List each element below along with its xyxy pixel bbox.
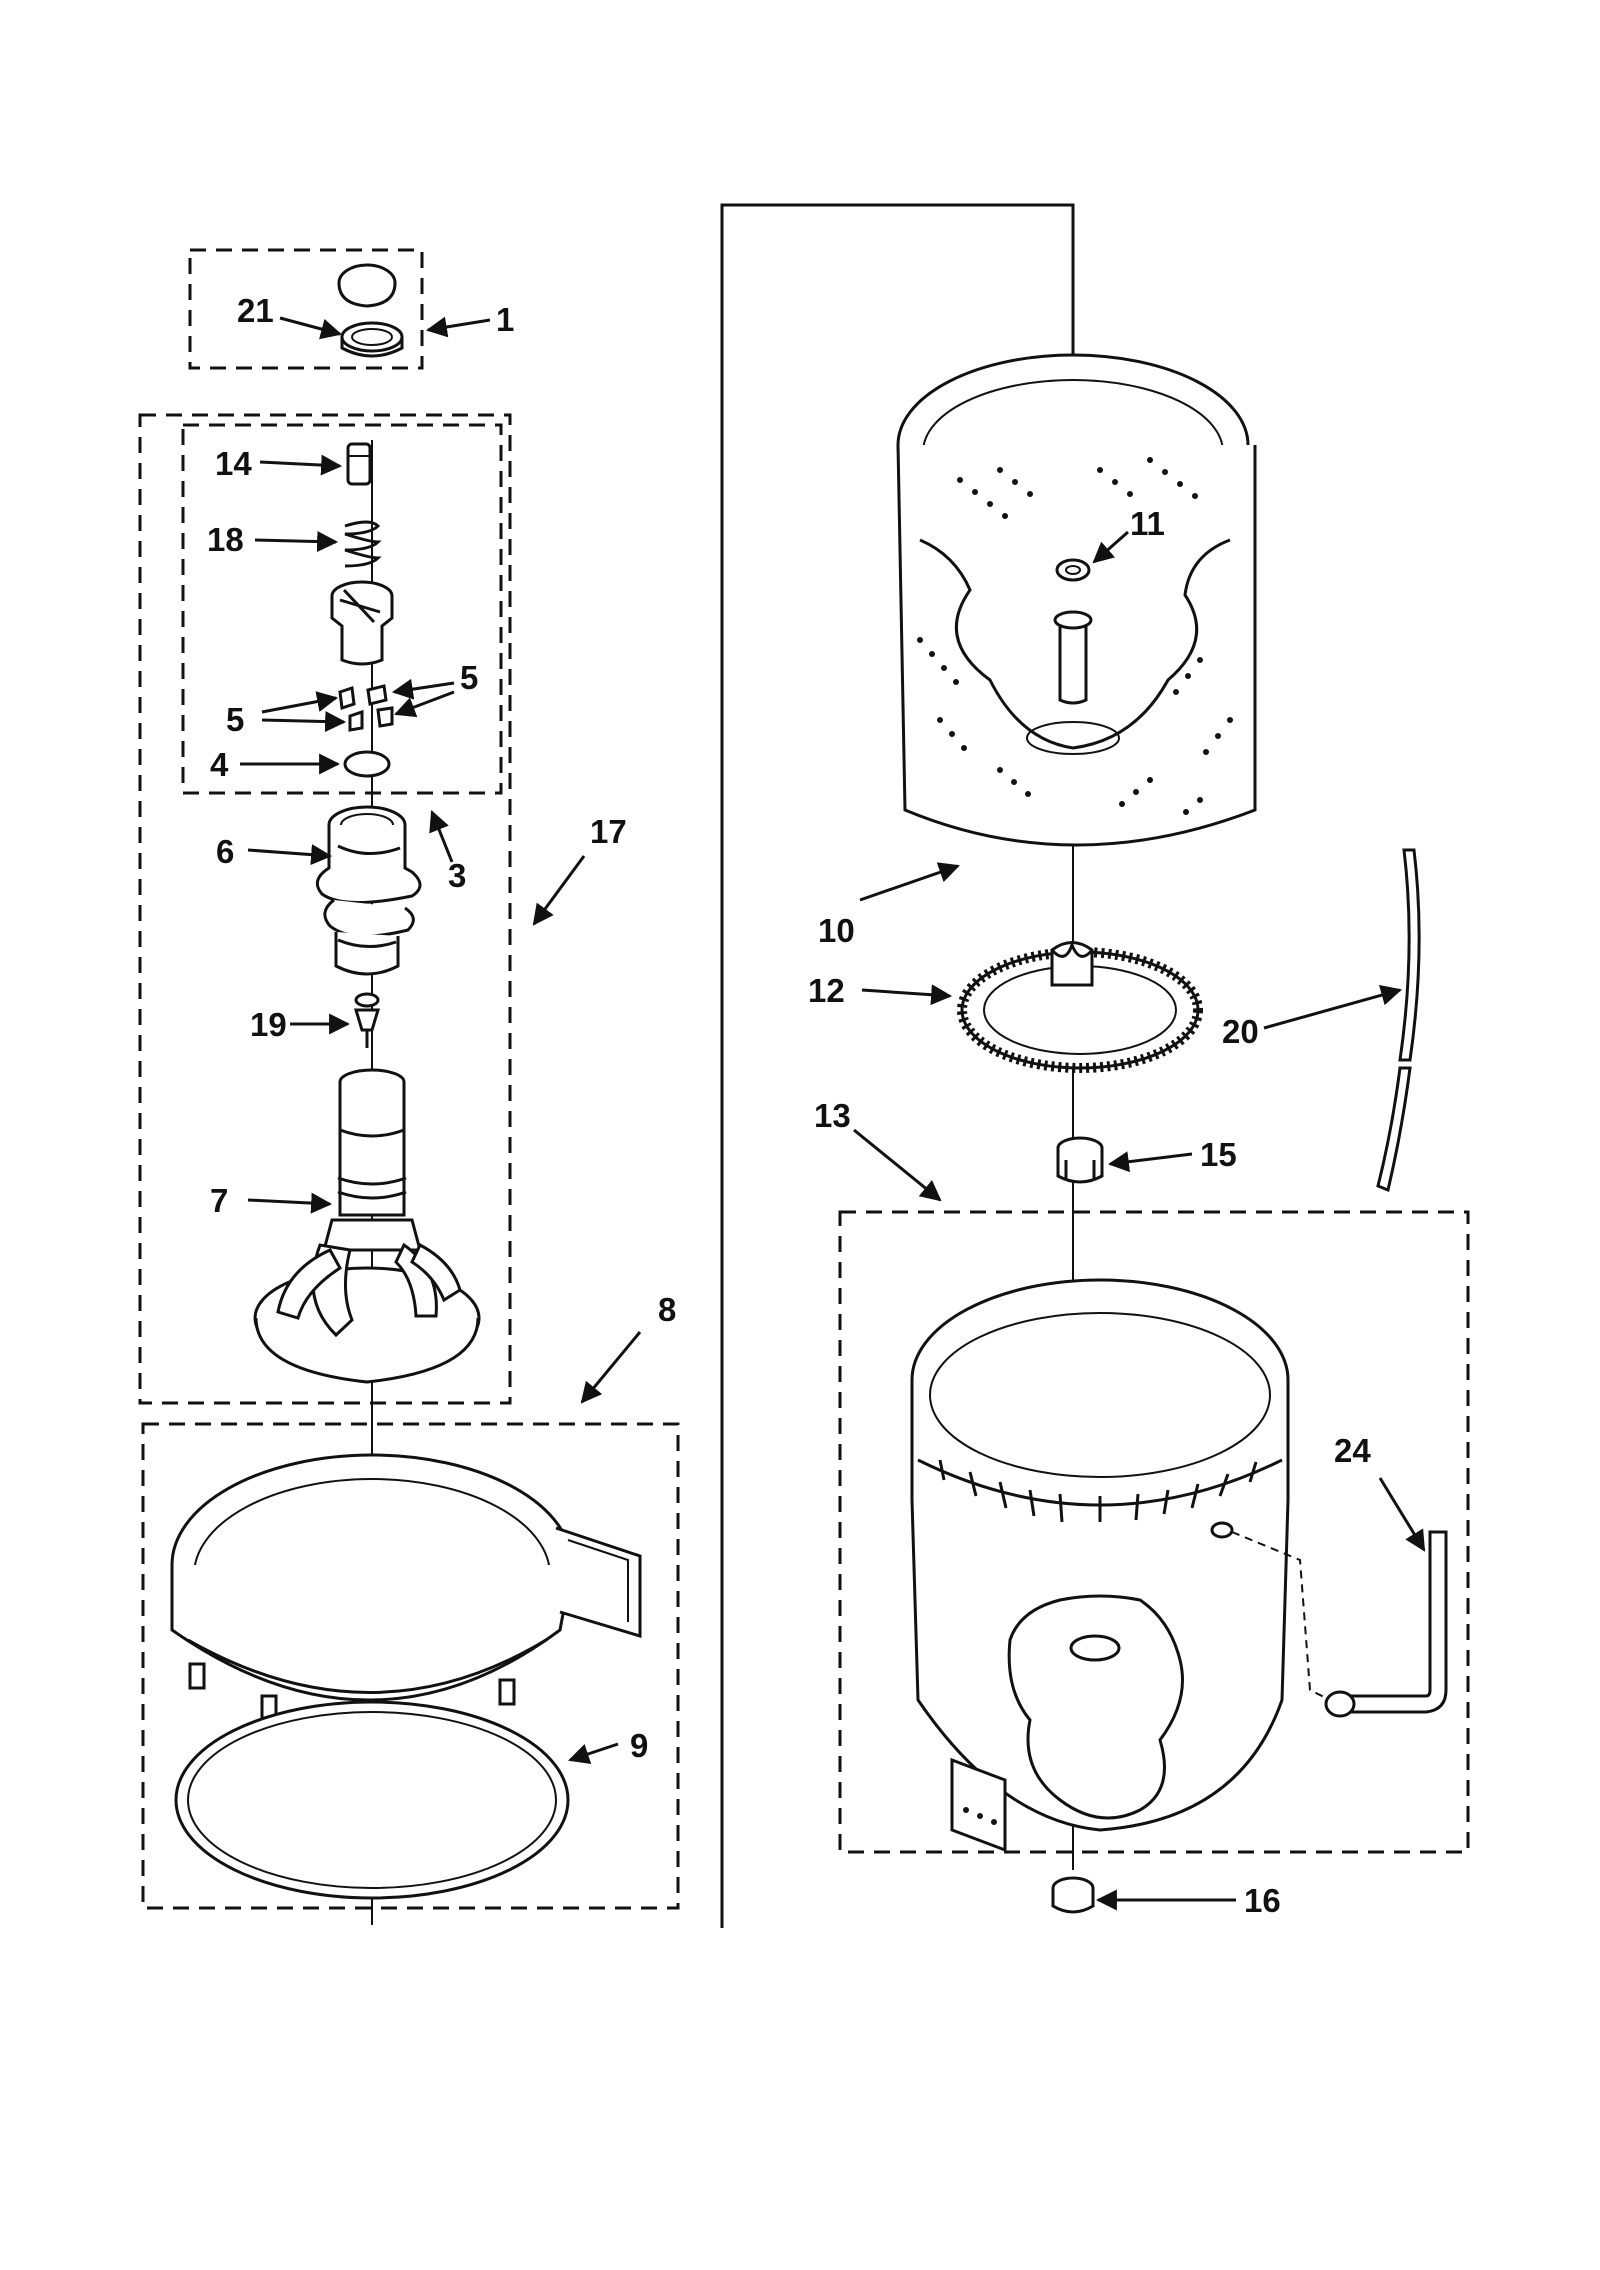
callout-7: 7: [210, 1182, 228, 1219]
column-divider: [720, 203, 1075, 1928]
drain-hose-part: [1324, 1530, 1448, 1718]
callout-11: 11: [1130, 505, 1165, 542]
cap-ring: [340, 321, 404, 358]
callout-8: 8: [658, 1291, 676, 1328]
callout-9: 9: [630, 1727, 648, 1764]
callout-13: 13: [814, 1097, 851, 1134]
callout-labels: 1 21 14 18 5 5 4 6 3 17 19 7 8 9 11 10 1…: [207, 292, 1371, 1919]
basket-part: [896, 353, 1257, 847]
leader-lines: [240, 316, 1426, 1911]
agitator-part: [253, 1068, 481, 1384]
screw-part: [353, 992, 381, 1048]
callout-15: 15: [1200, 1136, 1237, 1173]
callout-17: 17: [590, 813, 627, 850]
callout-24: 24: [1334, 1432, 1371, 1469]
callout-21: 21: [237, 292, 274, 329]
callout-1: 1: [496, 301, 514, 338]
callout-10: 10: [818, 912, 855, 949]
auger-part: [315, 805, 422, 976]
drain-plug-part: [1051, 1876, 1095, 1914]
callout-6: 6: [216, 833, 234, 870]
callout-12: 12: [808, 972, 845, 1009]
gasket-ring-part: [174, 1700, 570, 1900]
callout-14: 14: [215, 445, 252, 482]
tub-ring-part: [170, 1453, 642, 1738]
callout-18: 18: [207, 521, 244, 558]
group-box-13: [838, 1210, 1470, 1854]
hose-part: [1376, 848, 1421, 1193]
dog-parts: [338, 684, 394, 732]
spring-part: [344, 520, 382, 568]
callout-20: 20: [1222, 1013, 1259, 1050]
callout-5-left: 5: [226, 701, 244, 738]
callout-19: 19: [250, 1006, 287, 1043]
group-box-17: [138, 413, 512, 1405]
group-box-8: [141, 1422, 680, 1910]
drive-hub-part: [957, 940, 1203, 1073]
group-box-1: [188, 248, 424, 370]
agitator-cap: [337, 263, 397, 308]
tub-slots: [938, 1459, 1258, 1523]
cam-part: [330, 580, 394, 666]
washer-part: [343, 750, 391, 778]
callout-5-right: 5: [460, 659, 478, 696]
basket-perforations: [917, 457, 1233, 815]
callout-3: 3: [448, 857, 466, 894]
bearing-part: [1056, 1136, 1104, 1184]
outer-tub-part: [910, 1278, 1331, 1853]
group-box-3: [181, 423, 503, 795]
callout-4: 4: [210, 746, 229, 783]
basket-nut-part: [1055, 558, 1091, 582]
callout-16: 16: [1244, 1882, 1281, 1919]
dog-retainer-part: [346, 442, 372, 486]
